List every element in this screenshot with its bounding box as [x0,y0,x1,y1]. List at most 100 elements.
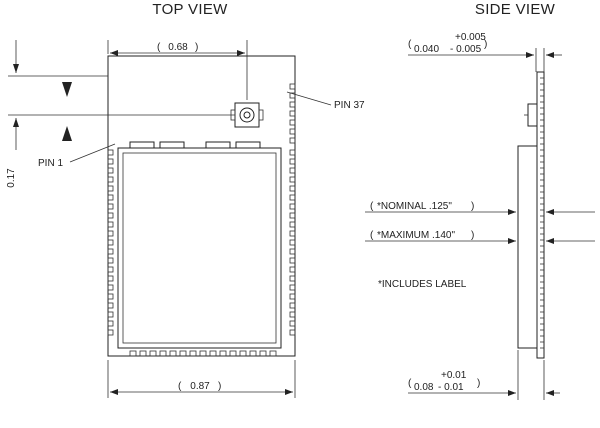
castellated-pad [159,350,167,357]
svg-text:): ) [218,381,221,392]
svg-text:): ) [477,378,480,389]
maximum-label: *MAXIMUM .140" [377,230,455,241]
castellated-pad [289,119,296,126]
pin-1-label: PIN 1 [38,158,63,169]
module-outline [107,55,296,357]
dim-nominal-height: ( *NOMINAL .125" ) [365,201,595,215]
marker-arrow-up [62,126,72,141]
castellated-pad [107,149,114,156]
castellated-pad [107,329,114,336]
castellated-pad [107,275,114,282]
side-pcb [536,71,545,359]
pcb-thickness-plus: +0.005 [455,32,486,43]
pcb-thickness-nominal: 0.040 [414,44,439,55]
castellated-pad [107,203,114,210]
castellated-pad [289,137,296,144]
castellated-pad [239,350,247,357]
castellated-pad [107,230,114,237]
castellated-pad [107,239,114,246]
castellated-pad [139,350,147,357]
castellated-pad [289,275,296,282]
dim-width-bottom: ( 0.87 ) [107,360,296,398]
castellated-pad [289,239,296,246]
castellated-pad [149,350,157,357]
nominal-label: *NOMINAL .125" [377,201,452,212]
castellated-pad [289,284,296,291]
castellated-pad [107,212,114,219]
castellated-pad [289,176,296,183]
svg-text:(: ( [157,42,161,53]
pin-37-callout: PIN 37 [286,91,365,111]
dim-width-bottom-label: 0.87 [190,381,210,392]
castellated-pad [289,101,296,108]
side-connector [527,103,538,127]
castellated-pad [107,176,114,183]
castellated-pad [107,167,114,174]
castellated-pad [107,266,114,273]
castellated-pad [289,194,296,201]
castellated-pad [289,92,296,99]
castellated-pad [219,350,227,357]
svg-text:(: ( [408,39,412,50]
svg-text:): ) [471,201,474,212]
castellated-pad [289,329,296,336]
castellated-pad [169,350,177,357]
castellated-pad [199,350,207,357]
castellated-pad [289,128,296,135]
castellated-pad [289,248,296,255]
total-thickness-plus: +0.01 [441,370,467,381]
shield-fingers [129,141,261,148]
dim-width-top-label: 0.68 [168,42,188,53]
dim-maximum-height: ( *MAXIMUM .140" ) [365,230,595,244]
castellated-pad [289,302,296,309]
shield-can [117,147,282,349]
castellated-pad [107,311,114,318]
side-shield [517,145,538,349]
svg-text:(: ( [408,378,412,389]
castellated-pad [107,221,114,228]
castellated-pad [129,350,137,357]
top-view-title: TOP VIEW [152,1,228,18]
castellated-pad [229,350,237,357]
dim-width-top: ( 0.68 ) [107,40,248,100]
pin-37-label: PIN 37 [334,100,365,111]
svg-text:): ) [195,42,198,53]
pcb-thickness-minus: - 0.005 [450,44,482,55]
total-thickness-minus: - 0.01 [438,382,464,393]
castellated-pad [209,350,217,357]
dim-height-left-label: 0.17 [6,168,17,188]
castellated-pad [289,110,296,117]
castellated-pad [289,311,296,318]
castellated-pad [107,158,114,165]
total-thickness-nominal: 0.08 [414,382,434,393]
svg-text:(: ( [370,201,374,212]
castellated-pad [289,203,296,210]
castellated-pad [289,320,296,327]
dim-pcb-thickness: ( +0.005 0.040 - 0.005 ) [408,32,562,72]
castellated-pad [179,350,187,357]
castellated-pad [289,221,296,228]
castellated-pad [289,293,296,300]
svg-text:(: ( [370,230,374,241]
castellated-pad [189,350,197,357]
castellated-pads [107,83,296,357]
marker-arrow-down [62,82,72,97]
castellated-pad [289,149,296,156]
dim-total-thickness: ( +0.01 0.08 - 0.01 ) [408,350,560,400]
castellated-pad [107,257,114,264]
castellated-pad [289,158,296,165]
module-side-view [517,71,545,359]
castellated-pad [107,185,114,192]
pin-1-callout: PIN 1 [38,143,116,169]
castellated-pad [249,350,257,357]
castellated-pad [289,167,296,174]
castellated-pad [289,212,296,219]
castellated-pad [269,350,277,357]
castellated-pad [107,194,114,201]
castellated-pad [107,320,114,327]
svg-text:(: ( [178,381,182,392]
side-pad-teeth [540,77,544,349]
castellated-pad [107,293,114,300]
module-top-view [107,55,296,357]
svg-text:): ) [484,39,487,50]
